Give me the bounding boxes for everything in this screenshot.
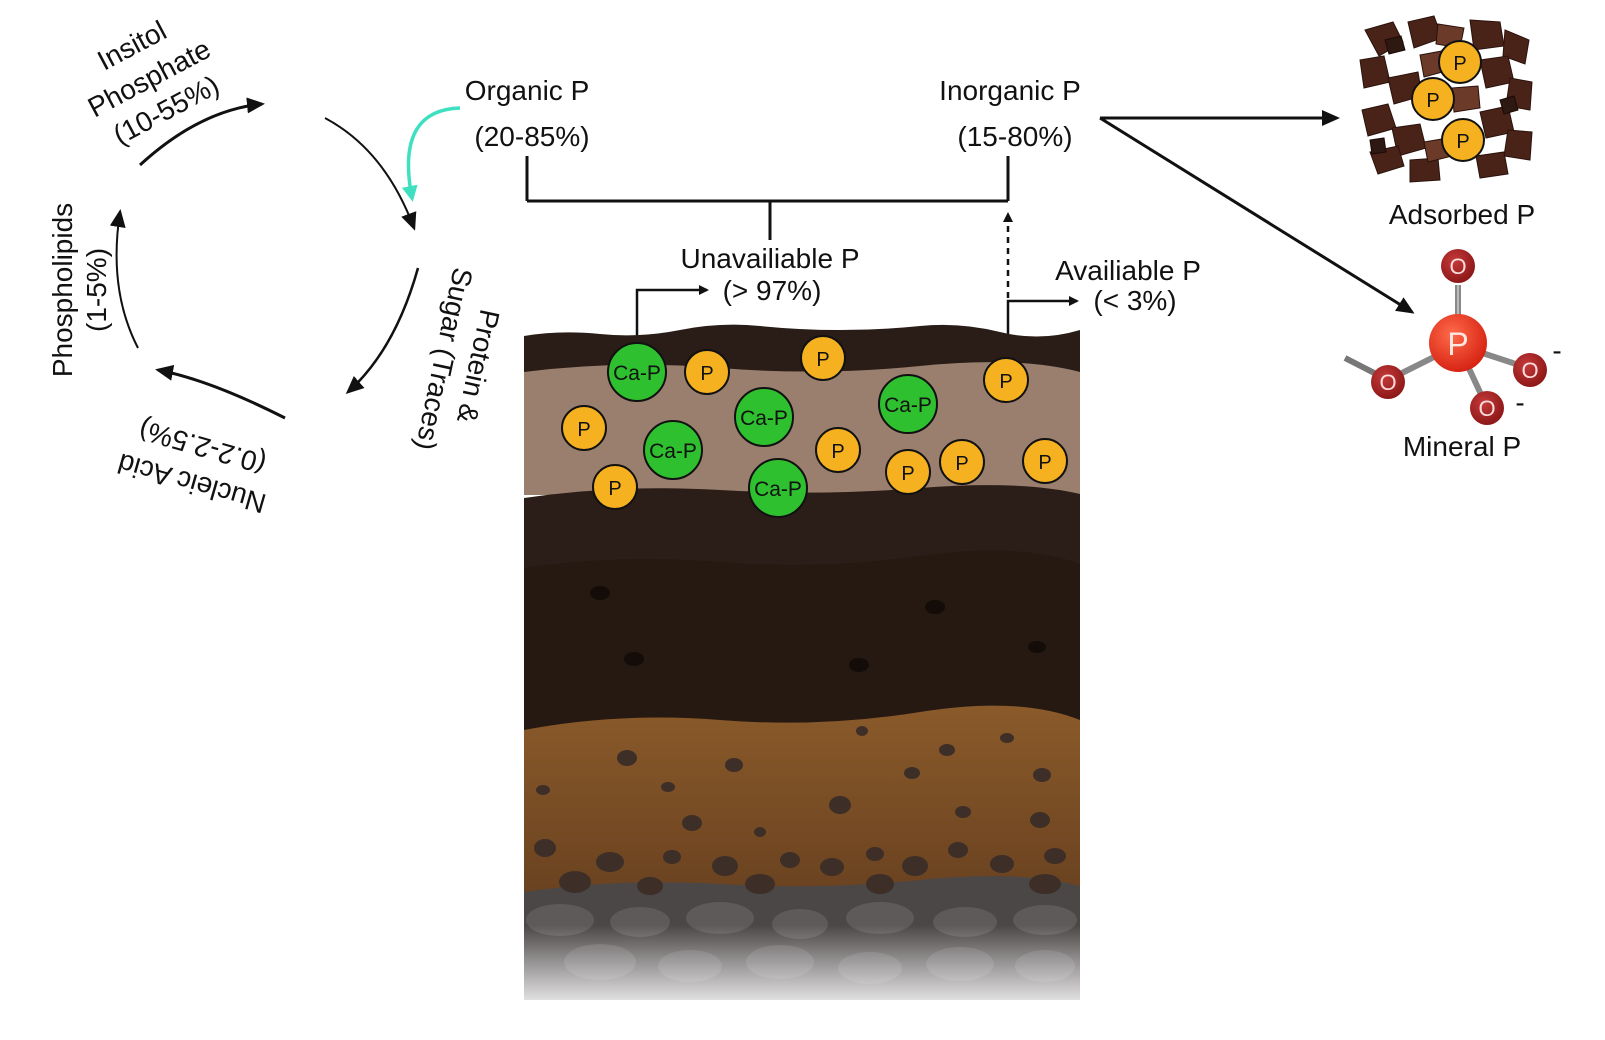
soil-layer-dark-2 — [524, 550, 1080, 735]
cycle-arrow-to-sugar — [324, 117, 417, 231]
inorganic-p-title: Inorganic P — [939, 75, 1081, 106]
charge-minus-1: - — [1552, 335, 1561, 366]
svg-text:P: P — [1456, 131, 1469, 153]
svg-text:P: P — [1447, 326, 1468, 362]
organic-p-cycle: Insitol Phosphate (10-55%) Sugar (Traces… — [47, 15, 506, 520]
unavailable-p-range: (> 97%) — [723, 275, 822, 306]
svg-text:P: P — [831, 441, 844, 463]
brown-layer-pebbles — [534, 726, 1066, 895]
p-particle: P — [815, 427, 861, 473]
charge-minus-2: - — [1515, 387, 1524, 418]
svg-text:P: P — [1426, 90, 1439, 112]
svg-text:P: P — [608, 478, 621, 500]
svg-text:P: P — [1453, 53, 1466, 75]
phospholipids-label: Phospholipids (1-5%) — [47, 203, 112, 377]
svg-text:P: P — [999, 371, 1012, 393]
svg-text:O: O — [1449, 254, 1466, 279]
soil-particles: Ca-P P P P Ca-P Ca-P P Ca-P P Ca-P P P P… — [561, 335, 1068, 518]
svg-text:O: O — [1521, 358, 1538, 383]
cap-particle: Ca-P — [643, 420, 703, 480]
p-particle: P — [1022, 438, 1068, 484]
svg-text:Ca-P: Ca-P — [649, 440, 697, 463]
svg-text:Ca-P: Ca-P — [754, 478, 802, 501]
cycle-arrow-inositol — [138, 97, 265, 167]
unavailable-arrow — [635, 285, 709, 350]
oxygen-atom: O — [1371, 365, 1405, 399]
cycle-arrow-phospholipids — [109, 209, 139, 349]
available-p-title: Availiable P — [1055, 255, 1201, 286]
svg-text:P: P — [955, 453, 968, 475]
dark-layer-pebbles — [590, 586, 1046, 672]
svg-text:P: P — [700, 363, 713, 385]
bracket-connector — [525, 156, 1010, 240]
svg-text:O: O — [1478, 396, 1495, 421]
organic-p-range: (20-85%) — [474, 121, 589, 152]
svg-text:Ca-P: Ca-P — [884, 394, 932, 417]
cap-particle: Ca-P — [748, 458, 808, 518]
inorganic-p-range: (15-80%) — [957, 121, 1072, 152]
sugar-protein-label: Sugar (Traces) Protein & — [410, 265, 506, 453]
nucleic-acid-label: Nucleic Acid (0.2-2.5%) — [114, 414, 269, 519]
arrow-to-mineral — [1099, 116, 1415, 314]
cycle-arrow-sugar — [345, 267, 420, 394]
svg-text:O: O — [1379, 370, 1396, 395]
teal-link-arrow — [401, 106, 461, 202]
soil-layer-dark-1 — [524, 485, 1080, 575]
phospho-line1: Phospholipids — [47, 203, 78, 377]
cap-particle: Ca-P — [734, 387, 794, 447]
svg-text:Ca-P: Ca-P — [740, 407, 788, 430]
svg-text:Ca-P: Ca-P — [613, 362, 661, 385]
organic-p-title: Organic P — [465, 75, 590, 106]
cap-particle: Ca-P — [878, 374, 938, 434]
available-p-range: (< 3%) — [1093, 285, 1176, 316]
p-particle: P — [939, 439, 985, 485]
oxygen-atom: O — [1441, 249, 1475, 283]
cap-particle: Ca-P — [607, 342, 667, 402]
mineral-p-label: Mineral P — [1403, 431, 1521, 462]
phospho-line2: (1-5%) — [81, 248, 112, 332]
svg-text:P: P — [816, 349, 829, 371]
p-particle: P — [800, 335, 846, 381]
svg-text:P: P — [1038, 452, 1051, 474]
adsorbed-p-ball: P — [1411, 77, 1455, 121]
p-particle: P — [885, 449, 931, 495]
oxygen-atom: O — [1513, 353, 1547, 387]
inositol-label: Insitol Phosphate (10-55%) — [83, 15, 224, 151]
adsorbed-p-label: Adsorbed P — [1389, 199, 1535, 230]
adsorbed-p-ball: P — [1441, 118, 1485, 162]
phosphorus-atom: P — [1429, 314, 1487, 372]
svg-text:P: P — [901, 463, 914, 485]
adsorbed-p-cluster: P P P — [1359, 15, 1533, 183]
p-particle: P — [592, 464, 638, 510]
mineral-p-molecule: O O O O P - - — [1343, 249, 1562, 425]
oxygen-atom: O — [1470, 391, 1504, 425]
p-particle: P — [561, 405, 607, 451]
svg-text:P: P — [577, 419, 590, 441]
p-particle: P — [983, 357, 1029, 403]
p-particle: P — [684, 349, 730, 395]
unavailable-p-title: Unavailiable P — [681, 243, 860, 274]
adsorbed-p-ball: P — [1438, 40, 1482, 84]
soil-fade — [520, 925, 1085, 1015]
cycle-arrow-nucleic — [155, 364, 286, 420]
